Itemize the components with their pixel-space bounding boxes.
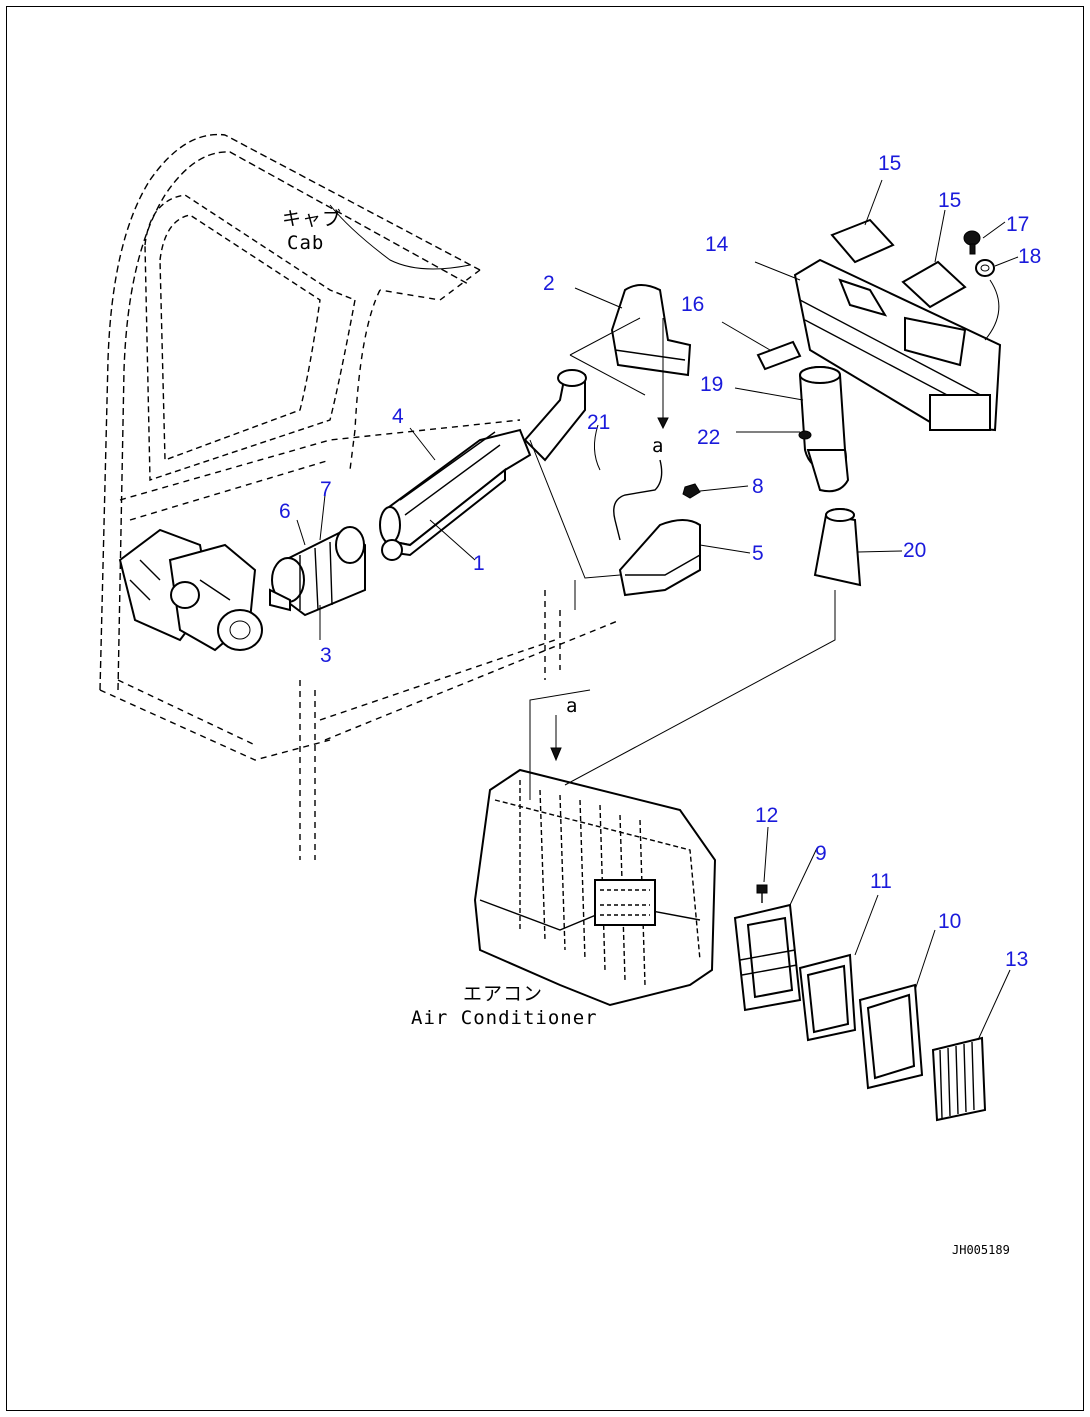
console-mechanism — [118, 528, 263, 652]
callout-1: 1 — [473, 552, 485, 575]
part-10-gasket — [858, 983, 924, 1090]
part-13-filter — [931, 1036, 987, 1122]
part-9-frame — [733, 903, 802, 1012]
part-11-gasket — [798, 953, 857, 1042]
part-20-duct — [813, 508, 862, 587]
cab-label-en: Cab — [287, 232, 324, 254]
part-8-clip — [682, 483, 701, 499]
callout-20: 20 — [903, 539, 926, 562]
callout-7: 7 — [320, 478, 332, 501]
part-21-hose — [613, 459, 663, 541]
air-conditioner-unit — [473, 768, 717, 1007]
part-15-filter-a — [830, 218, 895, 264]
part-5-elbow — [618, 519, 701, 597]
part-17-screw — [963, 230, 981, 255]
callout-10: 10 — [938, 910, 961, 933]
callout-11: 11 — [870, 870, 892, 893]
callout-4: 4 — [392, 405, 404, 428]
cab-frame — [99, 133, 621, 860]
callout-3: 3 — [320, 644, 332, 667]
callout-9: 9 — [815, 842, 827, 865]
callout-12: 12 — [755, 804, 778, 827]
callout-17: 17 — [1006, 213, 1029, 236]
ref-mark-a-lower: a — [566, 695, 578, 717]
part-18-nut — [975, 259, 995, 277]
callout-5: 5 — [752, 542, 764, 565]
part-19-duct — [798, 366, 850, 493]
callout-14: 14 — [705, 233, 729, 256]
callout-15-b: 15 — [938, 189, 961, 212]
part-6-blower — [269, 526, 366, 617]
callout-16: 16 — [681, 293, 704, 316]
callout-15-a: 15 — [878, 152, 901, 175]
callout-22: 22 — [697, 426, 720, 449]
part-12-screw — [756, 884, 768, 903]
callout-2: 2 — [543, 272, 555, 295]
callout-13: 13 — [1005, 948, 1028, 971]
callout-21: 21 — [587, 411, 610, 434]
drawing-frame — [6, 6, 1084, 1411]
part-4-duct — [379, 369, 587, 561]
cab-label-jp: キャブ — [282, 207, 342, 230]
part-15-filter-b — [901, 260, 967, 309]
ref-mark-a-upper: a — [652, 435, 664, 457]
part-2-bracket — [610, 284, 692, 377]
ac-label-en: Air Conditioner — [411, 1007, 598, 1029]
callout-6: 6 — [279, 500, 291, 523]
drawing-number: JH005189 — [952, 1243, 1010, 1257]
part-14-housing — [793, 258, 1002, 432]
part-16-seal — [756, 340, 802, 371]
callout-19: 19 — [700, 373, 723, 396]
callout-18: 18 — [1018, 245, 1041, 268]
leader-lines — [296, 179, 1019, 1041]
ac-label-jp: エアコン — [463, 983, 543, 1005]
callout-8: 8 — [752, 475, 764, 498]
